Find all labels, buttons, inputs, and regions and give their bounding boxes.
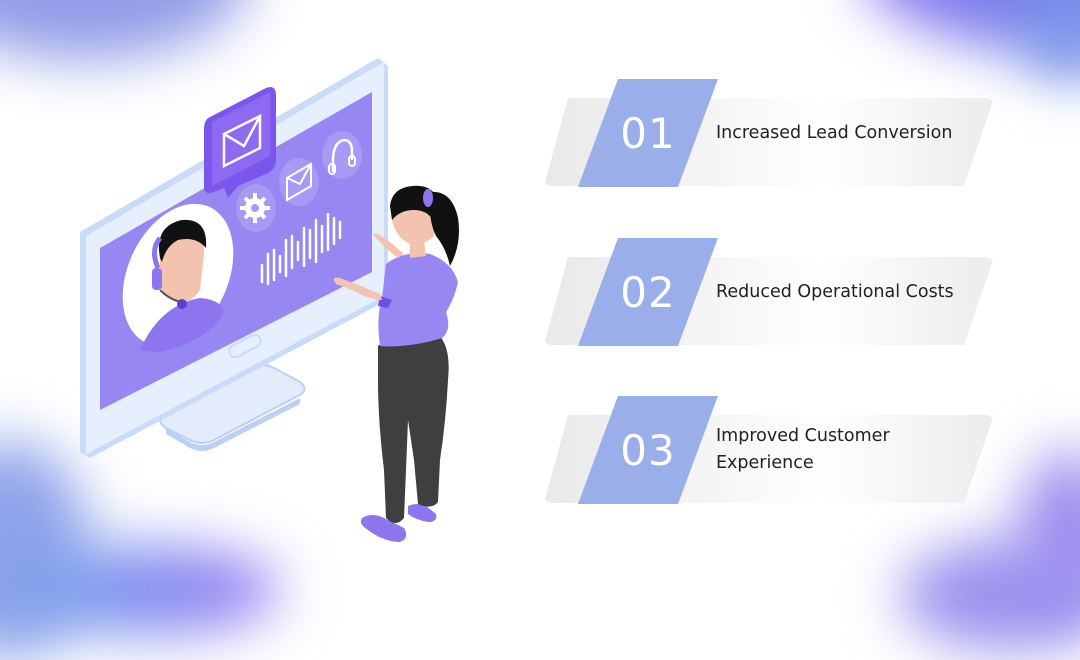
benefit-number: 02 bbox=[620, 268, 676, 317]
gear-icon bbox=[236, 184, 276, 232]
headphones-icon bbox=[322, 131, 362, 179]
woman-figure bbox=[333, 185, 459, 542]
benefit-item-1: 01 Increased Lead Conversion bbox=[544, 79, 996, 206]
benefit-item-3: 03 Improved Customer Experience bbox=[544, 396, 996, 523]
benefit-label: Increased Lead Conversion bbox=[716, 123, 953, 143]
envelope-speech-bubble bbox=[204, 87, 276, 198]
envelope-icon bbox=[222, 113, 262, 169]
benefit-item-2: 02 Reduced Operational Costs bbox=[544, 238, 996, 365]
benefit-number: 03 bbox=[620, 426, 676, 475]
agent-avatar bbox=[122, 203, 234, 352]
mail-icon bbox=[279, 158, 319, 206]
benefit-label: Improved Customer Experience bbox=[716, 423, 986, 477]
customer-support-illustration bbox=[80, 58, 459, 542]
benefit-number: 01 bbox=[620, 109, 676, 158]
benefit-label: Reduced Operational Costs bbox=[716, 282, 954, 302]
waveform-icon bbox=[260, 212, 342, 286]
benefit-label-line-1: Improved Customer bbox=[716, 426, 890, 446]
benefit-label-line-2: Experience bbox=[716, 453, 814, 473]
